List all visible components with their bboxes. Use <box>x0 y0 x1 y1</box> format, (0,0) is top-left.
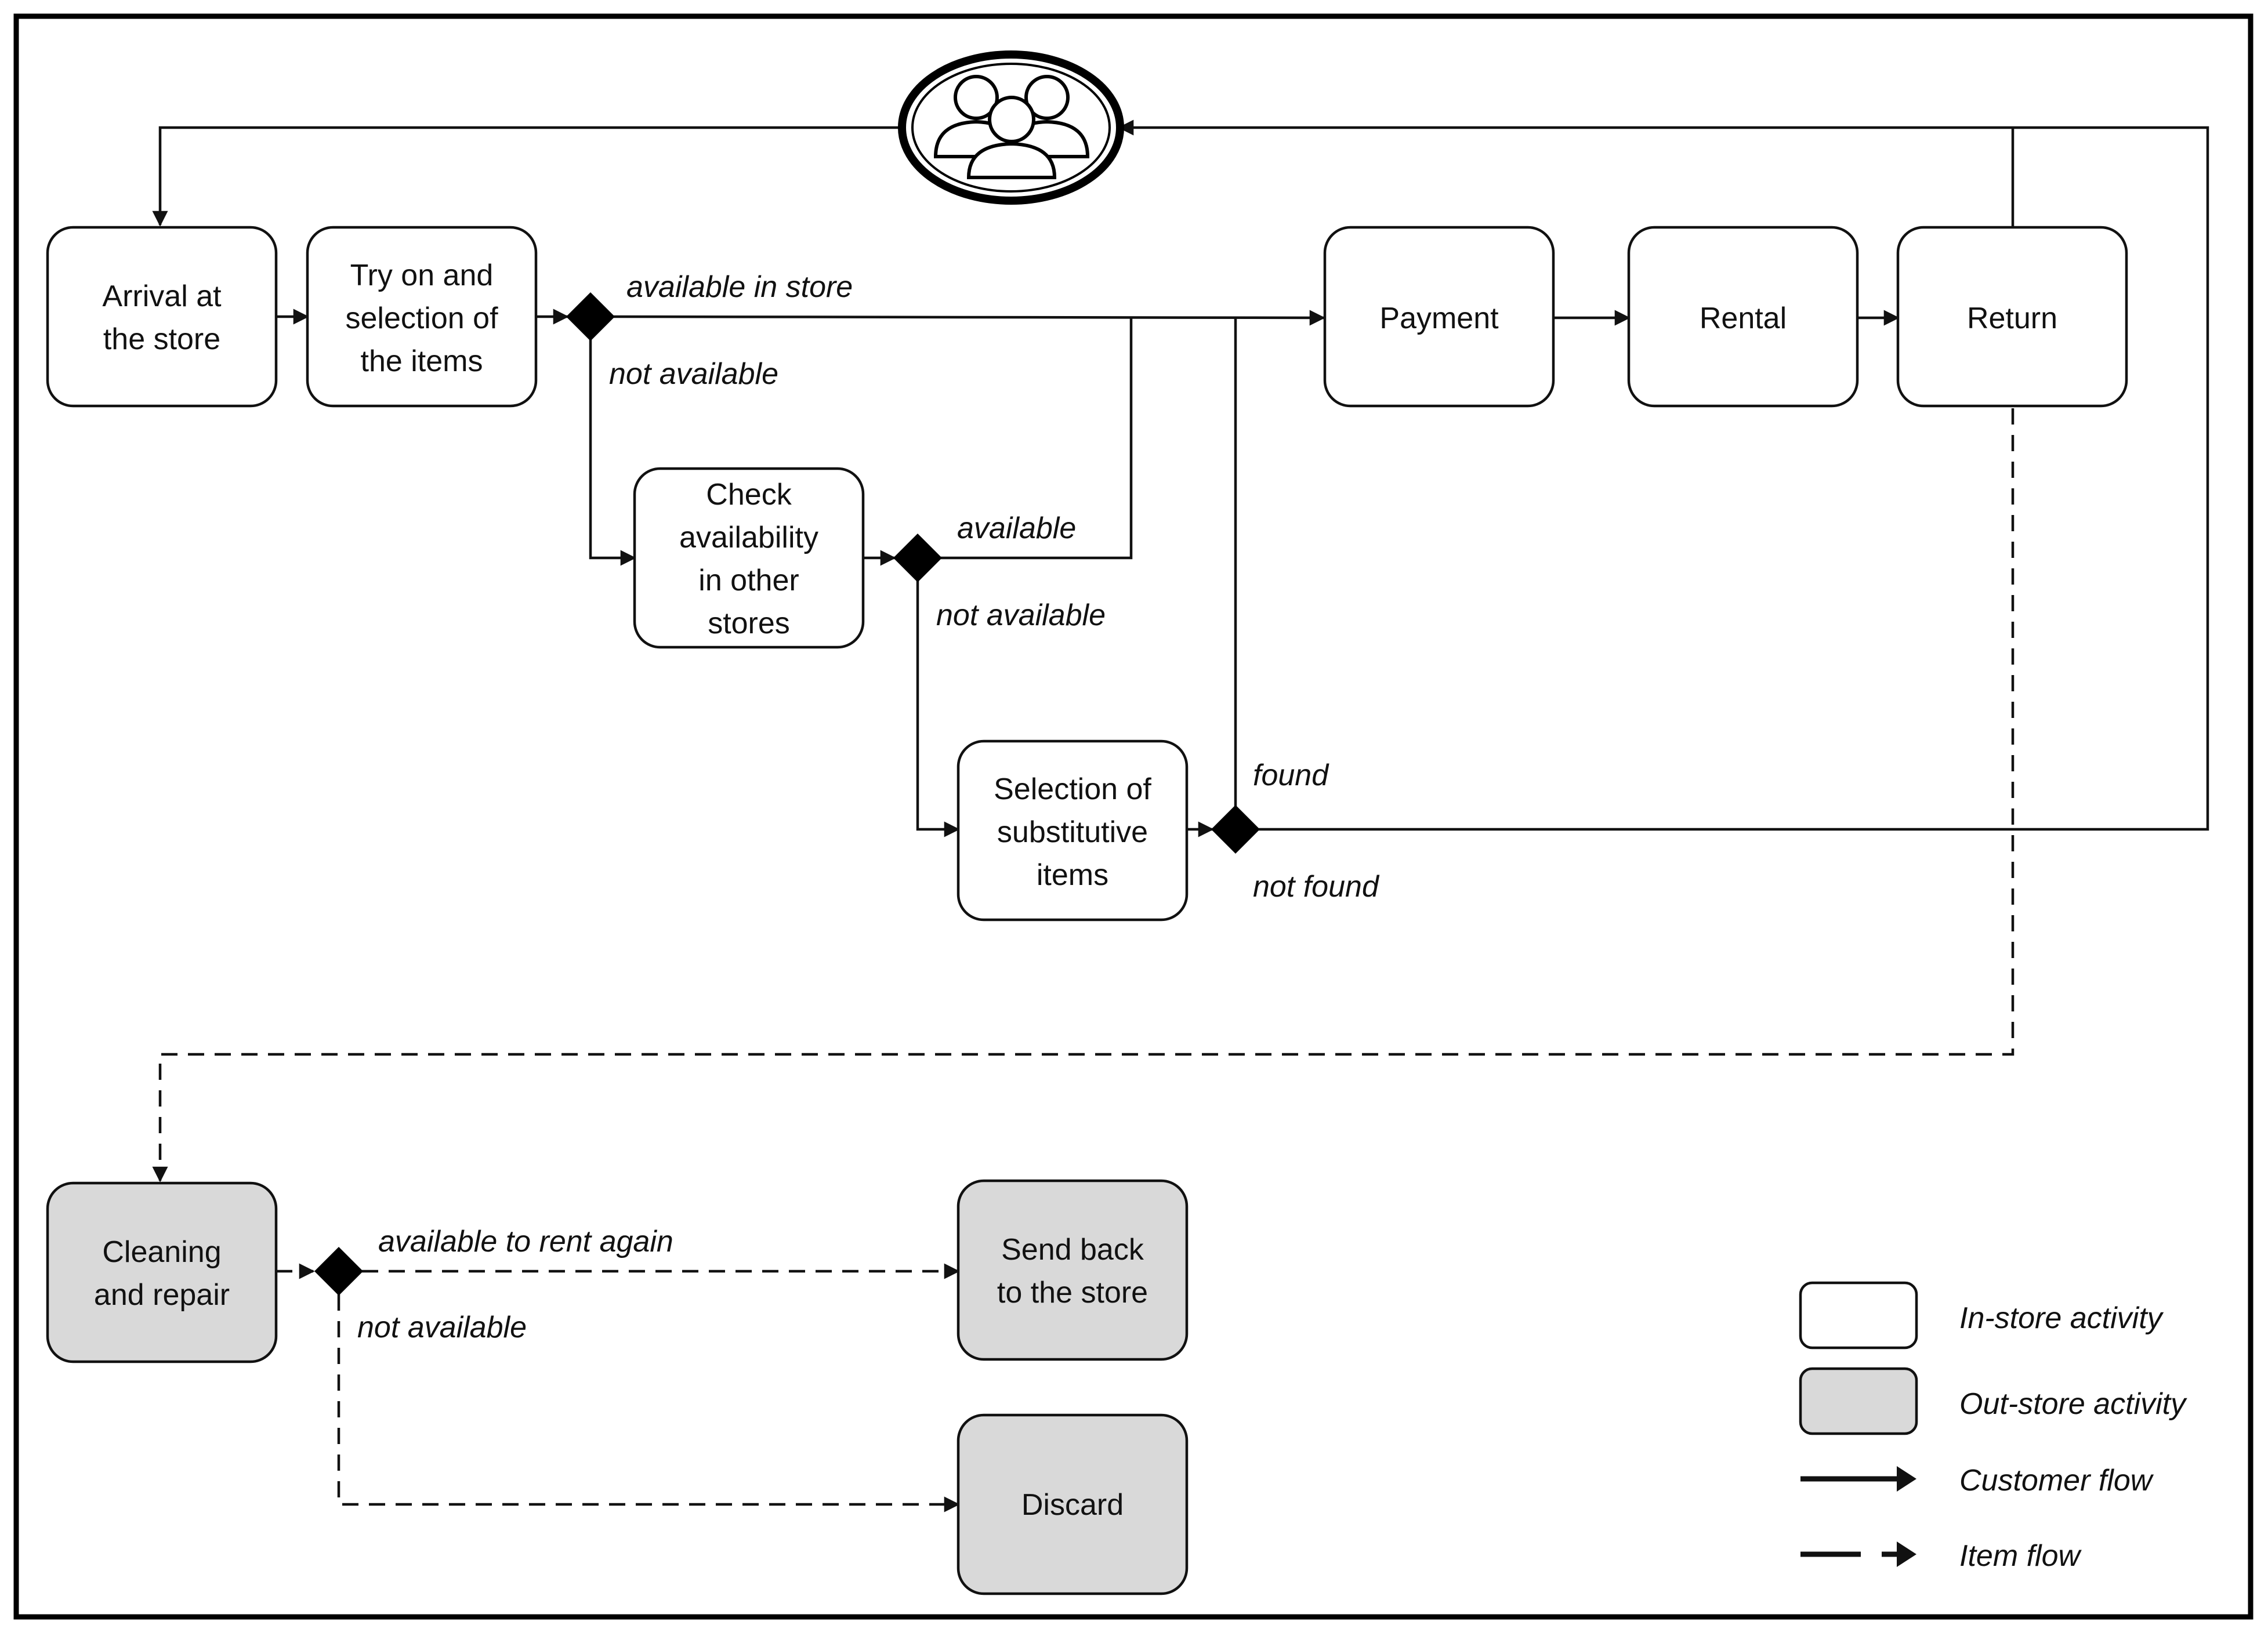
node-cleaning-line-2: and repair <box>94 1278 230 1312</box>
label-not-available-1: not available <box>609 357 778 391</box>
customer-flow-lines <box>152 119 2209 837</box>
node-payment-label: Payment <box>1379 302 1499 335</box>
node-send-back: Send back to the store <box>957 1179 1189 1361</box>
node-discard: Discard <box>957 1413 1189 1595</box>
node-payment: Payment <box>1323 226 1555 408</box>
diagram-frame <box>13 13 2253 1620</box>
node-arrival-at-store: Arrival at the store <box>46 226 278 408</box>
node-send-back-line-1: Send back <box>1001 1233 1144 1267</box>
node-substitutive-line-3: items <box>1037 858 1108 892</box>
node-check-line-4: stores <box>708 607 790 640</box>
legend-out-store-label: Out-store activity <box>1959 1387 2187 1421</box>
node-try-on-line-2: selection of <box>345 302 498 335</box>
node-arrival-line-1: Arrival at <box>102 280 222 313</box>
node-cleaning-line-1: Cleaning <box>102 1235 221 1269</box>
decision-diamond-substitutive <box>1211 805 1260 854</box>
node-check-line-2: availability <box>679 521 818 554</box>
node-try-on-selection: Try on and selection of the items <box>306 226 538 408</box>
label-available-in-store: available in store <box>626 270 853 304</box>
label-not-available-3: not available <box>357 1311 527 1344</box>
label-not-available-2: not available <box>936 599 1106 632</box>
label-found: found <box>1253 759 1329 792</box>
customers-group-icon <box>898 50 1124 205</box>
label-available: available <box>957 512 1076 545</box>
node-try-on-line-3: the items <box>361 344 483 378</box>
node-return-label: Return <box>1967 302 2057 335</box>
node-discard-label: Discard <box>1021 1488 1124 1522</box>
decision-diamond-rent-again <box>314 1247 363 1296</box>
node-arrival-line-2: the store <box>103 322 220 356</box>
node-rental-label: Rental <box>1700 302 1787 335</box>
legend: In-store activity Out-store activity Cus… <box>1799 1281 2187 1573</box>
node-substitutive-line-1: Selection of <box>994 772 1151 806</box>
node-return: Return <box>1896 226 2128 408</box>
legend-item-flow-label: Item flow <box>1959 1539 2082 1573</box>
decision-nodes <box>314 292 1260 1296</box>
legend-customer-flow-arrow <box>1897 1466 1916 1492</box>
label-available-to-rent-again: available to rent again <box>378 1225 673 1258</box>
node-check-availability: Check availability in other stores <box>633 467 865 649</box>
node-cleaning-repair: Cleaning and repair <box>46 1181 278 1363</box>
node-try-on-line-1: Try on and <box>350 259 494 292</box>
decision-diamond-availability <box>566 292 615 341</box>
node-substitutive-items: Selection of substitutive items <box>957 739 1189 922</box>
node-substitutive-line-2: substitutive <box>997 815 1148 849</box>
node-rental: Rental <box>1627 226 1859 408</box>
legend-item-flow-arrow <box>1897 1541 1916 1567</box>
edge-labels: available in store not available availab… <box>357 270 1380 1344</box>
decision-diamond-other-stores <box>893 534 942 582</box>
legend-in-store-swatch <box>1799 1281 1918 1350</box>
item-flow-lines <box>152 408 2015 1512</box>
label-not-found: not found <box>1253 870 1380 904</box>
legend-customer-flow-label: Customer flow <box>1959 1464 2154 1497</box>
legend-out-store-swatch <box>1799 1367 1918 1435</box>
node-send-back-line-2: to the store <box>997 1276 1148 1310</box>
node-check-line-1: Check <box>706 478 792 512</box>
legend-in-store-label: In-store activity <box>1959 1301 2164 1335</box>
node-check-line-3: in other <box>698 564 799 597</box>
